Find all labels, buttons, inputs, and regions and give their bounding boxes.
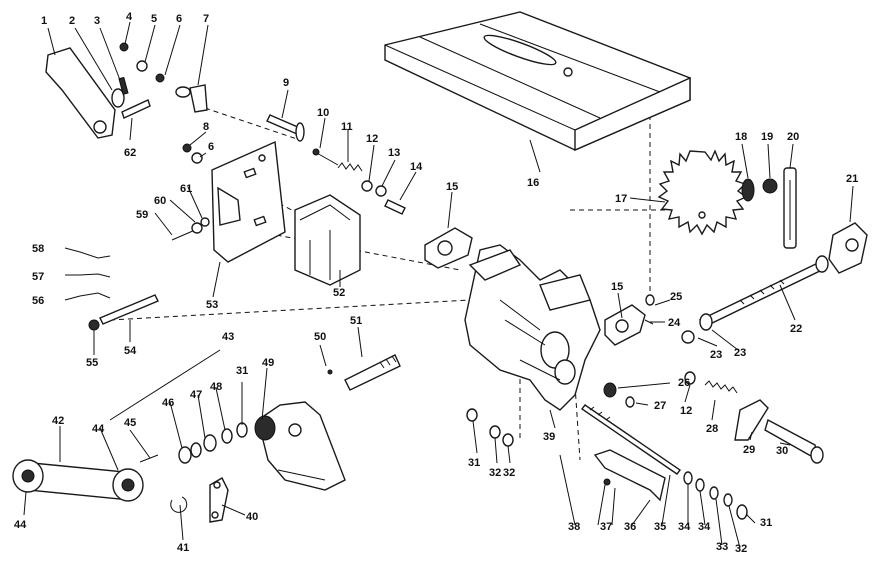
- callout-62: 62: [124, 147, 136, 159]
- small-hardware-upper: [182, 114, 406, 215]
- callout-23-left: 23: [710, 349, 722, 361]
- callout-58: 58: [32, 243, 44, 255]
- callout-20: 20: [787, 131, 799, 143]
- callout-60: 60: [154, 195, 166, 207]
- callout-52: 52: [333, 287, 345, 299]
- callout-12-lower: 12: [680, 405, 692, 417]
- callout-6-lower: 6: [208, 141, 214, 153]
- callout-27: 27: [654, 400, 666, 412]
- trunnion-right-part: [604, 304, 646, 346]
- callout-51: 51: [350, 315, 362, 327]
- callout-30: 30: [776, 445, 788, 457]
- callout-24: 24: [668, 317, 681, 329]
- callout-32-right: 32: [735, 543, 747, 555]
- small-hardware-left: [79, 217, 210, 331]
- callout-7: 7: [203, 13, 209, 25]
- callout-49: 49: [262, 357, 274, 369]
- tilt-rod-part: [581, 404, 748, 520]
- callout-44-top: 44: [92, 423, 105, 435]
- trunnion-left-part: [424, 227, 473, 269]
- callout-5: 5: [151, 13, 157, 25]
- callout-31-mid: 31: [236, 365, 248, 377]
- callout-39: 39: [543, 431, 555, 443]
- callout-50: 50: [314, 331, 326, 343]
- callout-15: 15: [446, 181, 458, 193]
- callout-35: 35: [654, 521, 666, 533]
- callout-14: 14: [410, 161, 423, 173]
- callout-21: 21: [846, 173, 858, 185]
- callout-12: 12: [366, 133, 378, 145]
- callout-18: 18: [735, 131, 747, 143]
- saw-blade-part: [657, 149, 748, 236]
- callout-46: 46: [162, 397, 174, 409]
- callout-16: 16: [527, 177, 539, 189]
- callout-34-right: 34: [698, 521, 711, 533]
- callout-4: 4: [126, 11, 133, 23]
- arbor-shaft-part: [681, 255, 829, 344]
- callout-6: 6: [176, 13, 182, 25]
- callout-1: 1: [41, 15, 47, 27]
- callout-23-right: 23: [734, 347, 746, 359]
- callout-33: 33: [716, 541, 728, 553]
- callout-59: 59: [136, 209, 148, 221]
- callout-32-lower-2: 32: [503, 467, 515, 479]
- callout-15-right: 15: [611, 281, 623, 293]
- callout-labels: 1 2 3 4 5 6 7 8 6 9 10 11 12 13 14 15 16…: [14, 11, 858, 555]
- callout-38: 38: [568, 521, 580, 533]
- callout-13: 13: [388, 147, 400, 159]
- callout-57: 57: [32, 271, 44, 283]
- linkage-arm-part: [45, 42, 208, 139]
- callout-17: 17: [615, 193, 627, 205]
- table-top-part: [384, 11, 691, 152]
- callout-25: 25: [670, 291, 682, 303]
- tilt-housing-part: [254, 401, 346, 491]
- callout-31-lower: 31: [468, 457, 480, 469]
- callout-36: 36: [624, 521, 636, 533]
- arbor-hardware: [741, 167, 868, 274]
- callout-2: 2: [69, 15, 75, 27]
- callout-11: 11: [341, 121, 353, 133]
- callout-32-lower: 32: [489, 467, 501, 479]
- callout-3: 3: [94, 15, 100, 27]
- callout-19: 19: [761, 131, 773, 143]
- callout-54: 54: [124, 345, 137, 357]
- bracket-plate-part: [211, 140, 286, 263]
- belt-pulley-part: [12, 459, 144, 502]
- shaft-part: [327, 354, 401, 391]
- callout-22: 22: [790, 323, 802, 335]
- callout-48: 48: [210, 381, 222, 393]
- callout-28: 28: [706, 423, 718, 435]
- callout-55: 55: [86, 357, 98, 369]
- callout-26: 26: [678, 377, 690, 389]
- callout-61: 61: [180, 183, 192, 195]
- link-part: [170, 477, 229, 523]
- callout-8: 8: [203, 121, 209, 133]
- callout-42: 42: [52, 415, 64, 427]
- callout-56: 56: [32, 295, 44, 307]
- callout-53: 53: [206, 299, 218, 311]
- callout-29: 29: [743, 444, 755, 456]
- callout-47: 47: [190, 389, 202, 401]
- callout-43: 43: [222, 331, 234, 343]
- callout-40: 40: [246, 511, 258, 523]
- callout-34: 34: [678, 521, 691, 533]
- pulley-hardware: [139, 422, 248, 464]
- leader-lines: [23, 21, 854, 549]
- elevation-hardware: [603, 294, 824, 464]
- callout-9: 9: [283, 77, 289, 89]
- callout-44-bottom: 44: [14, 519, 27, 531]
- callout-45: 45: [124, 417, 136, 429]
- callout-41: 41: [177, 542, 189, 554]
- callout-37: 37: [600, 521, 612, 533]
- bracket-part: [294, 194, 361, 286]
- callout-31-right: 31: [760, 517, 772, 529]
- callout-10: 10: [317, 107, 329, 119]
- arbor-housing-part: [464, 244, 601, 411]
